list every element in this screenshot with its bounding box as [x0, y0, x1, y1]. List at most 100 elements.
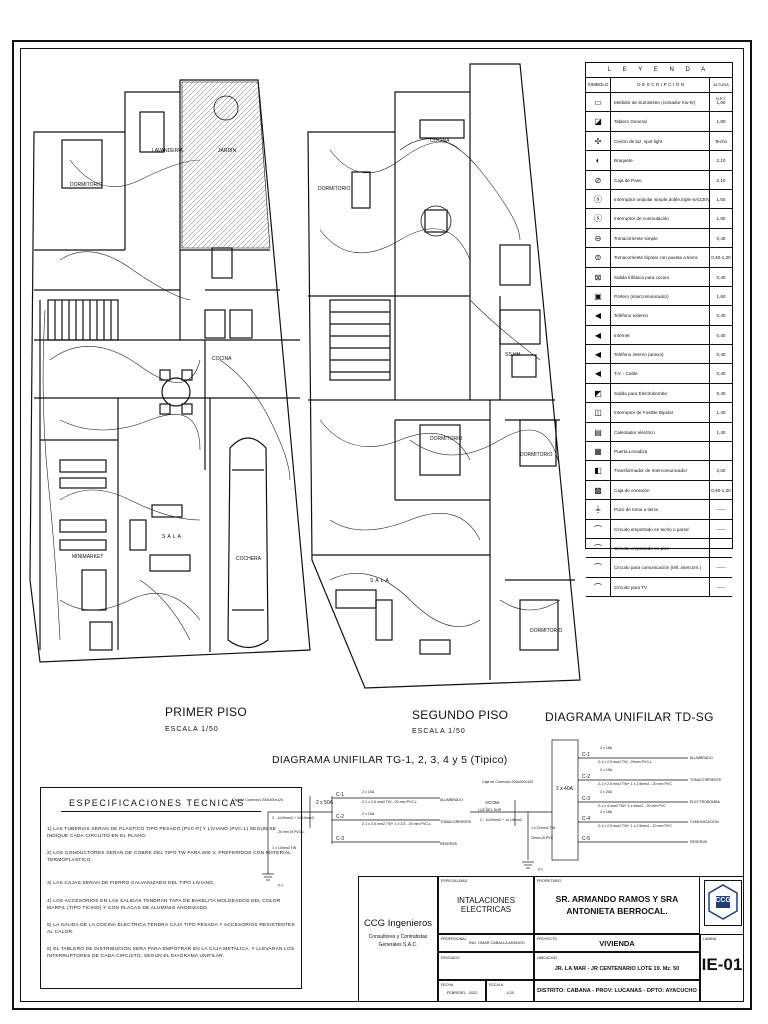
td-c1-cable: 2-1 x 2.5 mm2 TW - 20mm PVC-L: [598, 760, 653, 764]
ubicacion-value: JR. LA MAR - JR CENTENARIO LOTE 19. Mz. …: [554, 966, 680, 972]
legend-desc: Circuito para comunicación (tell.,interc…: [611, 558, 710, 577]
legend-symbol: ◧: [586, 461, 611, 480]
legend-height: 0,40: [716, 313, 726, 319]
td-c4-breaker: 2 x 15A: [600, 810, 613, 814]
tg-main-breaker: 2 x 50A: [316, 800, 333, 806]
first-floor-title: PRIMER PISO: [165, 705, 247, 719]
legend-desc: Braquete: [611, 151, 710, 170]
legend-desc: Centro de luz, spot light: [611, 131, 710, 151]
legend-symbol: ⓢ: [586, 189, 611, 209]
td-c2-id: C-2: [582, 774, 591, 780]
legend-desc: Internet: [611, 325, 710, 345]
tb-proyecto-cell: [534, 934, 700, 952]
td-diagram-title: DIAGRAMA UNIFILAR TD-SG: [545, 710, 714, 724]
tg-pvc: - 20 mm Ø PVC-L: [276, 830, 305, 834]
legend-symbol: ⌒: [586, 577, 611, 597]
legend-symbol: ▭: [586, 93, 611, 112]
legend-height: 0,40: [716, 274, 726, 280]
lbl-profesional: PROFESIONAL: [441, 937, 467, 941]
spec-item-6: 6) EL TABLERO DE DISTRIBUCION SERA PARA …: [47, 947, 295, 959]
td-c4-use: COMUNICACION: [690, 820, 719, 824]
legend-height: 1,50: [716, 216, 726, 222]
lamina-value: IE-01: [701, 955, 743, 974]
legend-symbol: ◀: [586, 306, 611, 325]
legend-desc: Caja de Paso: [611, 170, 710, 189]
specs-box: ESPECIFICACIONES TECNICAS 1) LAS TUBERIA…: [40, 787, 302, 989]
td-c2-use: TOMACORRIENTE: [690, 778, 722, 782]
legend-height: ——: [716, 507, 726, 513]
legend-symbol: ◐: [586, 151, 611, 170]
td-c5-use: RESERVA: [690, 840, 707, 844]
legend-symbol: ⌒: [586, 538, 611, 558]
legend-height: 2,10: [716, 177, 726, 183]
legend-symbol: ▩: [586, 480, 611, 500]
company-sub-2: Generales S.A.C.: [378, 942, 418, 948]
tb-especialidad-cell: [438, 876, 534, 934]
tg-c2-id: C-2: [336, 814, 345, 820]
td-ground: 1 x 10mm2 TW: [531, 826, 556, 830]
legend-desc: Circuito empotrado en piso: [611, 538, 710, 558]
tb-escala-cell: [486, 980, 534, 1002]
escala-value: 1/25: [506, 991, 514, 995]
lbl-proyecto: PROYECTO: [537, 937, 558, 941]
td-c5-id: C-5: [582, 836, 591, 842]
legend-desc: Teléfono interno (anexo): [611, 345, 710, 364]
legend-height: 0,40: [716, 352, 726, 358]
room-label-cocina-1: COCINA: [212, 356, 232, 362]
legend-row: ⌒Circuito para comunicación (tell.,inter…: [586, 558, 732, 578]
legend-desc: Salida para Electrobomba: [611, 383, 710, 403]
second-floor-scale: ESCALA 1/50: [412, 728, 466, 735]
legend-height: 0,40: [716, 332, 726, 338]
legend-height: 1,60: [716, 293, 726, 299]
tg-c3-id: C-3: [336, 836, 345, 842]
legend-desc: Interruptor de Fusible Bipolar: [611, 403, 710, 422]
legend-col-symbol: SIMBOLO: [586, 78, 611, 92]
legend-symbol: ⊠: [586, 267, 611, 286]
td-c1-id: C-1: [582, 752, 591, 758]
td-c1-breaker: 2 x 15A: [600, 746, 613, 750]
td-source: LUZ DEL SUR: [478, 808, 502, 812]
fecha-value: FEBRERO - 2022: [446, 991, 478, 995]
room-label-sala-1: SALA: [162, 534, 183, 540]
legend-symbol: ◀: [586, 325, 611, 345]
spec-item-1: 1) LAS TUBERIAS SERAN DE PLASTICO TIPO P…: [47, 827, 277, 839]
legend-height: ——: [716, 526, 726, 532]
legend-row: ▣Portero (intercomunicador)1,60: [586, 286, 732, 307]
legend-row: ⊜Tomacorriente bipolar con puesta a tier…: [586, 248, 732, 268]
tg-feed: 2 - 1x10mm2 + 1x 10mm2: [272, 816, 314, 820]
legend-height: 1,40: [716, 410, 726, 416]
room-label-sala-2: SALA: [370, 578, 391, 584]
tg-c1-use: ALUMBRADO: [440, 798, 463, 802]
legend-desc: Pozo de toma a tierra: [611, 500, 710, 519]
legend-table: L E Y E N D A SIMBOLO DESCRIPCION ALTURA…: [585, 62, 733, 598]
tb-lamina-cell: [700, 934, 744, 1002]
td-c3-cable: 2-1 x 4 mm2 TW+ 1 x 4mm2 - 20 mm PVC: [598, 804, 666, 808]
legend-desc: Salida trifásica para cocina: [611, 267, 710, 286]
proyecto-value: VIVIENDA: [599, 939, 635, 948]
specs-title: ESPECIFICACIONES TECNICAS: [69, 798, 245, 808]
legend-height: 2,10: [716, 158, 726, 164]
legend-symbol: ⌒: [586, 519, 611, 538]
legend-desc: Tomacorriente bipolar con puesta a tierr…: [611, 248, 710, 267]
legend-desc: Tablero General: [611, 112, 710, 131]
company-logo: CCG: [704, 880, 742, 926]
legend-symbol: ◫: [586, 403, 611, 422]
legend-height: 1,50: [716, 196, 726, 202]
legend-desc: Interruptor de conmutación: [611, 209, 710, 228]
legend-symbol: ⊜: [586, 248, 611, 267]
legend-desc: Teléfono externo: [611, 306, 710, 325]
legend-header-row: SIMBOLO DESCRIPCION ALTURA N.P.T.: [586, 78, 732, 101]
td-caja: Caja de Conexion 200x200x120: [482, 780, 534, 784]
room-label-dormitorio-2: DORMITORIO: [430, 436, 463, 442]
spec-item-3: 3) LAS CAJAS SERAN DE FIERRO GALVANIZADO…: [47, 881, 215, 886]
legend-symbol: ⓢ: [586, 209, 611, 228]
room-label-ssh: SS.HH.: [505, 352, 522, 358]
logo-graphic: [708, 884, 738, 920]
spec-item-2: 2) LOS CONDUCTORES SERAN DE COBRE DEL TI…: [47, 851, 291, 863]
legend-desc: Medidor de Suministro (contador Kw-hr): [611, 93, 710, 112]
tg-c3-use: RESERVA: [440, 842, 457, 846]
legend-height: Techo: [714, 138, 728, 144]
